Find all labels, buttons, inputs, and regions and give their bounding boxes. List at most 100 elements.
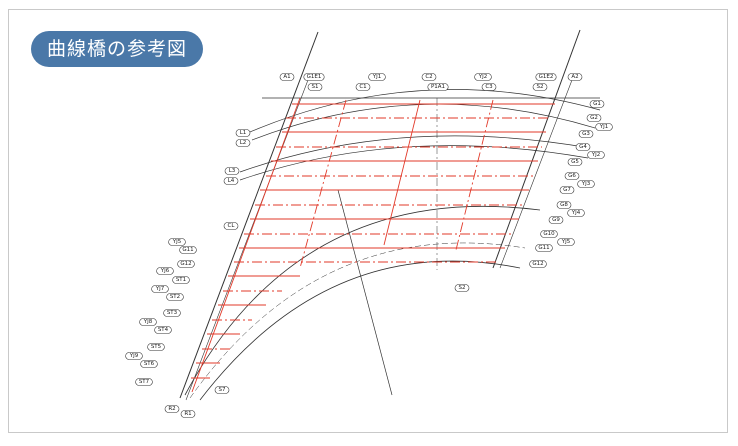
label-text: A2 [571, 74, 578, 80]
label-frame [589, 100, 605, 108]
label-r-g8: G8 [556, 201, 572, 209]
diagram-frame [8, 9, 728, 433]
label-l-g12: G12 [177, 260, 195, 268]
label-r-yj5: YJ5 [557, 238, 575, 246]
label-text: L3 [229, 168, 236, 174]
label-l-st4: ST4 [154, 326, 172, 334]
label-text: G10 [543, 231, 555, 237]
label-frame [180, 410, 196, 418]
label-text: ST3 [167, 310, 178, 316]
label-l1: L1 [235, 129, 251, 137]
label-text: YJ7 [155, 286, 165, 292]
label-frame [586, 114, 602, 122]
label-frame [567, 73, 583, 81]
label-frame [172, 276, 190, 284]
label-text: G6 [568, 173, 576, 179]
label-frame [532, 83, 548, 91]
label-c1: C1 [355, 83, 371, 91]
label-text: YJ1 [372, 74, 381, 80]
label-l-yj7: YJ7 [151, 285, 169, 293]
label-r-yj4: YJ4 [567, 209, 585, 217]
label-frame [214, 386, 230, 394]
label-frame [575, 143, 591, 151]
label-r-g2: G2 [586, 114, 602, 122]
label-r-yj2: YJ2 [587, 151, 605, 159]
label-text: YJ2 [478, 74, 487, 80]
label-frame [307, 83, 323, 91]
label-l-yj8: YJ8 [139, 318, 157, 326]
label-frame [556, 201, 572, 209]
label-l-yj6: YJ6 [156, 267, 174, 275]
label-yj2: YJ2 [474, 73, 492, 81]
label-frame [421, 73, 437, 81]
label-text: R2 [168, 406, 175, 412]
label-text: ST2 [170, 294, 180, 300]
label-c2: C2 [421, 73, 437, 81]
label-text: C2 [425, 74, 432, 80]
label-text: R1 [184, 411, 191, 417]
label-text: G5 [571, 159, 579, 165]
label-text: L1 [240, 130, 247, 136]
label-text: ST7 [139, 379, 150, 385]
label-text: YJ5 [561, 239, 571, 245]
label-l4: L4 [223, 177, 239, 185]
label-text: S2 [537, 84, 544, 90]
label-l-g11: G11 [179, 246, 197, 254]
label-r-g10: G10 [540, 230, 558, 238]
label-center: P1A1 [427, 83, 449, 91]
label-text: G9 [552, 217, 560, 223]
label-frame [595, 123, 613, 131]
label-frame [135, 378, 153, 386]
label-l3: L3 [224, 167, 240, 175]
label-text: YJ4 [571, 210, 581, 216]
label-frame [567, 209, 585, 217]
label-text: YJ6 [160, 268, 170, 274]
label-r-g3: G3 [578, 130, 594, 138]
label-s1: S1 [307, 83, 323, 91]
label-s2b: S2 [454, 284, 470, 292]
label-text: L4 [228, 178, 235, 184]
label-text: C1 [359, 84, 366, 90]
label-frame [474, 73, 492, 81]
label-text: G2 [590, 115, 598, 121]
label-text: YJ3 [581, 181, 591, 187]
label-frame [235, 139, 251, 147]
page-title: 曲線橋の参考図 [31, 31, 204, 67]
label-text: G12 [180, 261, 191, 267]
label-frame [535, 73, 557, 81]
label-text: A1 [283, 74, 290, 80]
label-r-g12: G12 [529, 260, 547, 268]
label-text: YJ1 [599, 124, 608, 130]
label-r-g9: G9 [548, 216, 564, 224]
label-text: G8 [560, 202, 568, 208]
label-text: S2 [459, 285, 466, 291]
label-text: CL [228, 223, 236, 229]
label-text: YJ5 [172, 239, 182, 245]
label-text: S7 [219, 387, 226, 393]
label-text: G12 [532, 261, 543, 267]
label-frame [557, 238, 575, 246]
label-frame [223, 222, 239, 230]
label-frame [125, 352, 143, 360]
label-frame [427, 83, 449, 91]
label-text: S1 [312, 84, 319, 90]
label-text: L2 [240, 140, 247, 146]
label-r2: R2 [164, 405, 180, 413]
label-frame [163, 309, 181, 317]
label-a1: A1 [279, 73, 295, 81]
label-frame [164, 405, 180, 413]
label-l-yj9: YJ9 [125, 352, 143, 360]
label-cl: CL [223, 222, 239, 230]
label-text: G1E2 [539, 74, 554, 80]
label-text: G1 [593, 101, 601, 107]
label-s7: S7 [214, 386, 230, 394]
label-g2t: G1E2 [535, 73, 557, 81]
label-frame [139, 318, 157, 326]
label-text: G3 [582, 131, 590, 137]
label-r-yj3: YJ3 [577, 180, 595, 188]
label-text: ST6 [144, 361, 155, 367]
label-frame [368, 73, 386, 81]
label-frame [235, 129, 251, 137]
